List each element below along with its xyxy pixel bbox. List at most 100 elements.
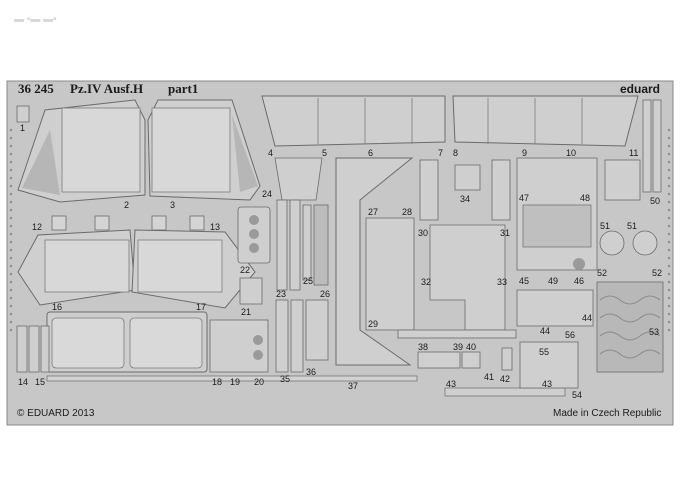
copyright-text: © EDUARD 2013: [17, 408, 95, 419]
rivet-dot: [9, 144, 13, 148]
rivet-dot: [667, 328, 671, 332]
part-number-51a: 51: [600, 221, 610, 231]
part-number-39: 39: [453, 342, 463, 352]
rivet-dot: [667, 248, 671, 252]
origin-text: Made in Czech Republic: [553, 408, 661, 419]
part-3-plate: [147, 99, 261, 201]
rivet-dot: [9, 280, 13, 284]
part-number-4: 4: [268, 148, 273, 158]
faint-marking: ▬ ▪▬ ▬▪: [14, 14, 57, 25]
rivet-dot: [9, 320, 13, 324]
part-number-2: 2: [124, 200, 129, 210]
rivet-dot: [9, 176, 13, 180]
part-38-41-small: [417, 351, 481, 369]
part-number-27: 27: [368, 207, 378, 217]
part-23-26-strips: [274, 157, 329, 291]
part-44-latches: [516, 289, 594, 327]
part-number-1: 1: [20, 123, 25, 133]
part-18-20: [209, 319, 269, 373]
part-number-14: 14: [18, 377, 28, 387]
rivet-dot: [667, 200, 671, 204]
rivet-dot: [667, 192, 671, 196]
rivet-dot: [9, 168, 13, 172]
rivet-dot: [667, 288, 671, 292]
part-16-17-plates: [46, 311, 208, 373]
part-37-strip: [46, 375, 418, 382]
part-54-strip: [519, 341, 579, 389]
part-number-28: 28: [402, 207, 412, 217]
part-number-32: 32: [421, 277, 431, 287]
part-number-25: 25: [303, 276, 313, 286]
part-number-52b: 52: [652, 268, 662, 278]
part-number-3: 3: [170, 200, 175, 210]
part-number-42: 42: [500, 374, 510, 384]
rivet-dot: [667, 176, 671, 180]
part-53-textured-plate: [596, 281, 664, 373]
brand-logo: eduard: [620, 82, 660, 96]
part-22-sight: [237, 206, 271, 264]
part-number-44a: 44: [540, 326, 550, 336]
rivet-dot: [9, 136, 13, 140]
part-42: [501, 347, 513, 371]
part-number-41: 41: [484, 372, 494, 382]
part-number-56: 56: [565, 330, 575, 340]
part-14-15-strips: [16, 325, 50, 373]
part-30-34-bracket: [397, 159, 517, 339]
rivet-dot: [667, 312, 671, 316]
part-number-30: 30: [418, 228, 428, 238]
rivet-dot: [667, 168, 671, 172]
part-number-7: 7: [438, 148, 443, 158]
part-number-26: 26: [320, 289, 330, 299]
part-number-48: 48: [580, 193, 590, 203]
rivet-dot: [9, 240, 13, 244]
part-number-36: 36: [306, 367, 316, 377]
rivet-dot: [9, 192, 13, 196]
part-number-34: 34: [460, 194, 470, 204]
part-number-46: 46: [574, 276, 584, 286]
part-number-45: 45: [519, 276, 529, 286]
rivet-dot: [9, 184, 13, 188]
part-number-20: 20: [254, 377, 264, 387]
part-number-24: 24: [262, 189, 272, 199]
part-13-plate: [131, 215, 256, 309]
rivet-dot: [667, 136, 671, 140]
part-number-15: 15: [35, 377, 45, 387]
part-number-29: 29: [368, 319, 378, 329]
rivet-dot: [667, 144, 671, 148]
part-number-55: 55: [539, 347, 549, 357]
rivet-dot: [667, 216, 671, 220]
part-1: [16, 105, 30, 123]
part-number-13: 13: [210, 222, 220, 232]
part-number-43b: 43: [542, 379, 552, 389]
rivet-dot: [667, 296, 671, 300]
part-43-row: [444, 387, 566, 397]
rivet-dot: [667, 240, 671, 244]
part-number-17: 17: [196, 302, 206, 312]
part-number-5: 5: [322, 148, 327, 158]
rivet-dot: [667, 224, 671, 228]
part-number-43a: 43: [446, 379, 456, 389]
fret-part: part1: [168, 81, 198, 96]
part-number-53: 53: [649, 327, 659, 337]
part-number-40: 40: [466, 342, 476, 352]
part-number-47: 47: [519, 193, 529, 203]
rivet-dot: [9, 288, 13, 292]
rivet-dot: [667, 232, 671, 236]
part-number-44b: 44: [582, 313, 592, 323]
part-45-49-hatch: [516, 157, 598, 271]
rivet-dot: [9, 128, 13, 132]
rivet-dot: [9, 296, 13, 300]
part-number-54: 54: [572, 390, 582, 400]
rivet-dot: [667, 272, 671, 276]
part-12-plate: [17, 215, 136, 306]
rivet-dot: [9, 200, 13, 204]
rivet-dot: [9, 256, 13, 260]
rivet-dot: [9, 264, 13, 268]
part-number-21: 21: [241, 307, 251, 317]
rivet-dot: [667, 304, 671, 308]
rivet-dot: [9, 232, 13, 236]
part-21: [239, 277, 263, 305]
rivet-dot: [667, 264, 671, 268]
rivet-dot: [667, 208, 671, 212]
